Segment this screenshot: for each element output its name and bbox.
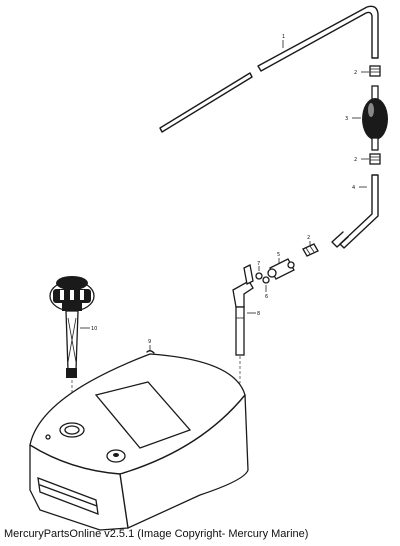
copyright-footer: MercuryPartsOnline v2.5.1 (Image Copyrig… — [4, 528, 309, 540]
o-ring-part-6[interactable] — [262, 276, 270, 284]
callout-7: 7 — [257, 261, 260, 267]
fuel-pickup-tube-part-8[interactable] — [232, 264, 254, 356]
callout-2b: 2 — [354, 157, 357, 163]
callout-8: 8 — [257, 311, 260, 317]
callout-3: 3 — [345, 116, 348, 122]
callout-6: 6 — [265, 294, 268, 300]
callout-10: 10 — [91, 326, 97, 332]
fuel-hose-part-1[interactable] — [159, 5, 379, 133]
hose-clamp-part-2-middle[interactable] — [369, 153, 381, 165]
fuel-tank-part-9[interactable] — [29, 350, 249, 531]
callout-4: 4 — [352, 185, 355, 191]
callout-5: 5 — [277, 252, 280, 258]
o-ring-part-7[interactable] — [255, 272, 263, 280]
primer-bulb-part-3[interactable] — [362, 85, 388, 151]
callout-1: 1 — [282, 34, 285, 40]
connector-part-5[interactable] — [267, 258, 295, 280]
callout-2a: 2 — [354, 70, 357, 76]
callout-2c: 2 — [307, 235, 310, 241]
fuel-hose-part-4[interactable] — [331, 174, 379, 249]
fuel-cap-gauge-part-10[interactable] — [49, 276, 95, 378]
hose-clamp-part-2-upper[interactable] — [369, 65, 381, 77]
callout-9: 9 — [148, 339, 151, 345]
hose-clamp-part-2-lower[interactable] — [302, 243, 319, 257]
